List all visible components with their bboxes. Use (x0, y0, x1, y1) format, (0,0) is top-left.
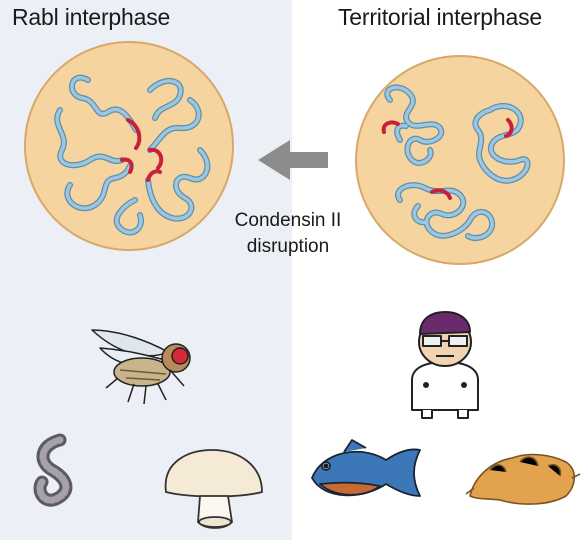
transition-arrow (258, 140, 328, 180)
arrow-caption: Condensin II disruption (208, 208, 368, 260)
territorial-interphase-title: Territorial interphase (338, 4, 542, 30)
rabl-nucleus (24, 41, 234, 251)
rabl-interphase-title: Rabl interphase (12, 4, 171, 30)
territorial-nucleus (355, 55, 565, 265)
caption-line-2: disruption (246, 236, 330, 257)
rabl-chromatin (54, 74, 211, 236)
fish-icon (311, 439, 421, 497)
territorial-centromeres (381, 118, 514, 200)
caption-line-1: Condensin II (234, 210, 342, 231)
mushroom-icon (164, 449, 263, 529)
territorial-chromatin (381, 84, 531, 242)
fly-icon (91, 329, 191, 405)
sea-slug-icon (465, 453, 581, 505)
worm-icon (33, 433, 73, 507)
scientist-icon (411, 311, 479, 419)
rabl-centromeres (120, 118, 164, 182)
